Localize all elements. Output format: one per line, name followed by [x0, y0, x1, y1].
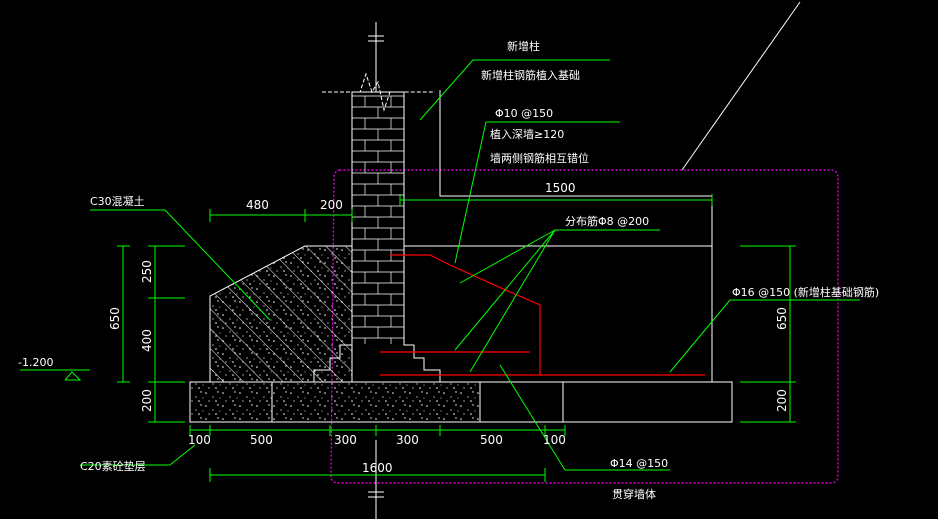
label-cushion-c20: C20素砼垫层	[80, 459, 146, 473]
dim-200-top: 200	[320, 198, 343, 212]
label-distribution-bar: 分布筋Φ8 @200	[565, 214, 649, 228]
dimension-lines	[20, 194, 796, 482]
dim-480: 480	[246, 198, 269, 212]
label-base-rebar: Φ16 @150 (新增柱基础钢筋)	[732, 285, 879, 299]
label-bottom-bar: Φ14 @150	[610, 457, 668, 470]
wall-break-symbol	[322, 22, 435, 519]
dim-300-right: 300	[396, 433, 419, 447]
dim-500-right: 500	[480, 433, 503, 447]
dim-400-left: 400	[140, 329, 154, 352]
revision-cloud	[330, 169, 839, 484]
label-stirrup-spec: Φ10 @150	[495, 107, 553, 120]
brick-wall	[313, 91, 441, 383]
label-wall-both-sides: 墙两侧钢筋相互错位	[490, 151, 589, 165]
cushion-layer	[189, 381, 733, 423]
label-wall-embed: 植入深墙≥120	[490, 127, 564, 141]
dim-650-left: 650	[108, 307, 122, 330]
dim-250-left: 250	[140, 260, 154, 283]
dim-1500: 1500	[545, 181, 576, 195]
dimension-texts: 480 200 1500 250 400 650 200 650 200 100…	[108, 181, 789, 475]
rebar-group	[380, 254, 705, 376]
dim-1600: 1600	[362, 461, 393, 475]
label-c30-concrete: C30混凝土	[90, 194, 145, 208]
annotation-labels: 新增柱 新增柱钢筋植入基础 Φ10 @150 植入深墙≥120 墙两侧钢筋相互错…	[18, 39, 879, 501]
dim-100-left: 100	[188, 433, 211, 447]
dim-200-right: 200	[775, 389, 789, 412]
leader-lines	[80, 59, 860, 471]
label-new-column: 新增柱	[507, 39, 540, 53]
wall-embed-rebar	[390, 254, 541, 375]
c30-concrete-speckle	[210, 246, 352, 382]
label-through-wall: 贯穿墙体	[612, 487, 656, 501]
dim-300-left: 300	[334, 433, 357, 447]
dim-500-left: 500	[250, 433, 273, 447]
label-level: -1.200	[18, 356, 53, 369]
dim-650-right: 650	[775, 307, 789, 330]
dim-100-right: 100	[543, 433, 566, 447]
label-column-rebar-embed: 新增柱钢筋植入基础	[481, 68, 580, 82]
dim-200-left: 200	[140, 389, 154, 412]
cloud-leader-line	[681, 1, 801, 171]
